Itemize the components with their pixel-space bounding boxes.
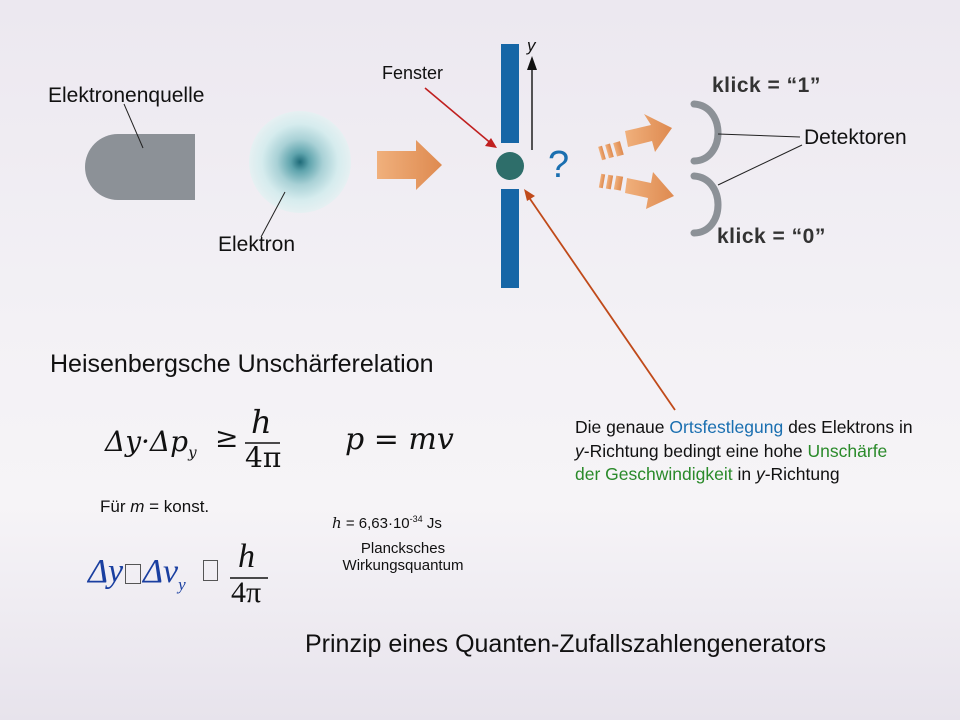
detector-upper — [690, 100, 722, 165]
y-axis-arrowhead — [527, 56, 537, 70]
electron-pointer-line — [260, 191, 286, 238]
velocity-lhs-y: Δy — [88, 553, 124, 590]
electron-in-window — [496, 152, 524, 180]
source-pointer-line — [123, 103, 144, 149]
source-label: Elektronenquelle — [48, 84, 205, 107]
electron-cloud — [249, 111, 351, 213]
formula-lhs: Δy·Δp — [105, 425, 189, 458]
formula-relation: ≥ — [215, 421, 239, 454]
planck-label-line2: Wirkungsquantum — [342, 557, 464, 574]
velocity-numerator: h — [238, 538, 255, 575]
velocity-subscript: y — [178, 574, 186, 594]
electron-label: Elektron — [218, 233, 296, 256]
momentum-formula: p = mv — [345, 422, 454, 457]
explanation-pointer-arrowhead — [524, 189, 535, 201]
explanation-text: Die genaue Ortsfestlegung des Elektrons … — [575, 417, 913, 484]
electron-source — [85, 134, 195, 200]
upper-dashed-arrow — [598, 114, 672, 161]
barrier-bottom — [501, 189, 519, 288]
formula-subscript: y — [188, 443, 197, 462]
window-label: Fenster — [382, 63, 444, 83]
detector-pointer-upper — [717, 133, 801, 138]
y-axis-label: y — [527, 36, 536, 55]
detectors-label: Detektoren — [804, 126, 907, 149]
formula-denominator: 4π — [245, 441, 282, 474]
planck-constant: h = 6,63·10-34 Js — [332, 514, 442, 532]
detector-lower — [690, 172, 722, 237]
velocity-box — [125, 564, 142, 585]
planck-label-line1: Plancksches — [360, 540, 446, 557]
barrier-top — [501, 44, 519, 143]
click-zero-label: klick = “0” — [717, 225, 826, 248]
uncertainty-formula: Δy·Δpy — [105, 425, 197, 462]
beam-arrow — [377, 140, 442, 190]
velocity-lhs-v: Δv — [143, 553, 179, 590]
lower-dashed-arrow — [598, 172, 674, 209]
planck-label: Plancksches Wirkungsquantum — [316, 540, 490, 574]
click-one-label: klick = “1” — [712, 74, 821, 97]
explanation-pointer-line — [527, 195, 676, 411]
velocity-denominator: 4π — [231, 576, 262, 609]
detector-pointer-lower — [717, 144, 803, 186]
velocity-relation-box — [203, 560, 218, 581]
heisenberg-title: Heisenbergsche Unschärferelation — [50, 350, 434, 378]
footer-title: Prinzip eines Quanten-Zufallszahlengener… — [305, 630, 827, 658]
formula-numerator: h — [251, 403, 272, 441]
window-pointer-line — [424, 87, 494, 146]
velocity-formula: Δy Δvy — [88, 553, 186, 595]
condition-text: Für m = konst. — [100, 497, 210, 516]
question-mark: ? — [548, 144, 570, 186]
window-pointer-arrowhead — [485, 138, 497, 148]
